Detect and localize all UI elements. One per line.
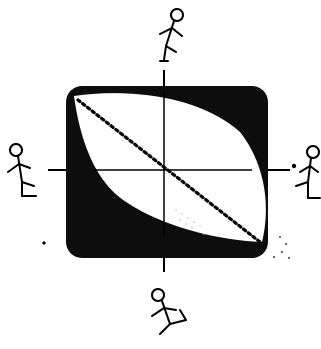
stick-figure-left [8,144,36,196]
stick-figure-right [293,146,320,198]
stick-figure-bottom [152,289,186,334]
stick-figure-top [160,9,183,61]
